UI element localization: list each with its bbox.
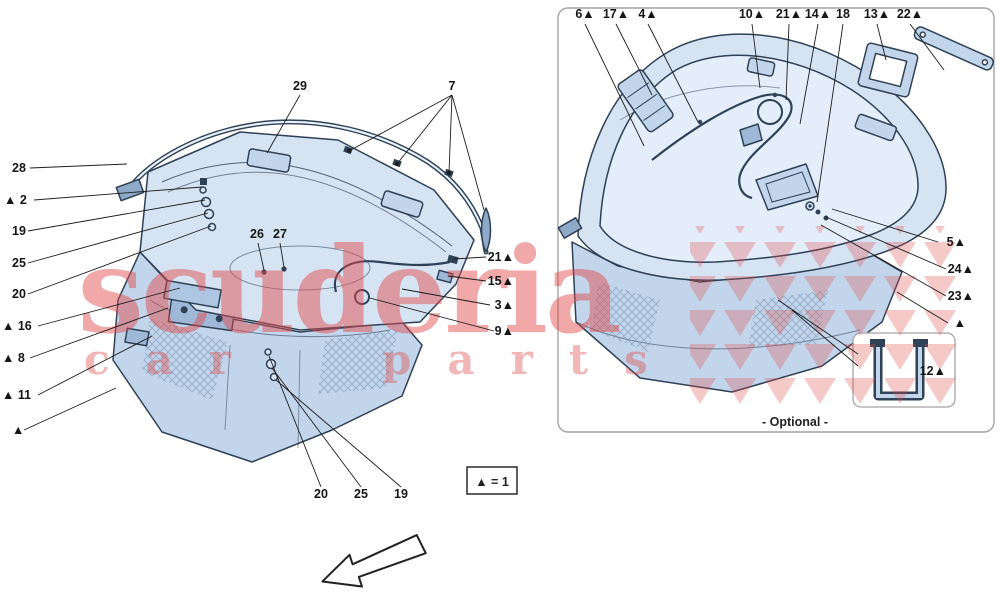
callout-15: 15▲ <box>488 274 514 288</box>
callout-20: 20 <box>12 287 26 301</box>
callout-3: 3▲ <box>495 298 514 312</box>
watermark: scuderia car parts <box>77 221 958 404</box>
callout-7: 7 <box>449 79 456 93</box>
callout-24: 24▲ <box>948 262 974 276</box>
callout-10: 10▲ <box>739 7 765 21</box>
callout-29: 29 <box>293 79 307 93</box>
watermark-word: scuderia <box>77 221 619 360</box>
callout-27: 27 <box>273 227 287 241</box>
callout-14: 14▲ <box>805 7 831 21</box>
direction-arrow-icon <box>321 534 427 588</box>
callout-16: ▲ 16 <box>2 319 32 333</box>
watermark-sub-left: car <box>84 335 267 384</box>
callout-8: ▲ 8 <box>2 351 25 365</box>
watermark-sub-right: parts <box>382 335 684 384</box>
callout-25b: 25 <box>354 487 368 501</box>
callout-25: 25 <box>12 256 26 270</box>
callout-20b: 20 <box>314 487 328 501</box>
callout-18: 18 <box>836 7 850 21</box>
callout-5: 5▲ <box>947 235 966 249</box>
callout-13: 13▲ <box>864 7 890 21</box>
callout-23: 23▲ <box>948 289 974 303</box>
callout-11: ▲ 11 <box>2 388 31 402</box>
callout-triangle-left: ▲ <box>12 423 24 437</box>
callout-2: ▲ 2 <box>4 193 27 207</box>
leader-lines <box>23 23 949 488</box>
optional-label: - Optional - <box>762 415 828 429</box>
legend-label: ▲ = 1 <box>475 475 509 489</box>
callout-22: 22▲ <box>897 7 923 21</box>
callout-12: 12▲ <box>920 364 946 378</box>
callout-triangle-right: ▲ <box>954 316 966 330</box>
legend-box: ▲ = 1 <box>466 466 518 495</box>
callout-26: 26 <box>250 227 264 241</box>
callout-17: 17▲ <box>603 7 629 21</box>
callout-4: 4▲ <box>638 7 657 21</box>
callout-labels: 29 7 28 ▲ 2 19 25 20 ▲ 16 ▲ 8 ▲ 11 ▲ 26 … <box>2 7 974 501</box>
callout-19: 19 <box>12 224 26 238</box>
callout-19b: 19 <box>394 487 408 501</box>
callout-21b: 21▲ <box>776 7 802 21</box>
left-assembly-diagram <box>112 119 492 463</box>
watermark-checkered-triangles <box>690 226 958 404</box>
callout-9: 9▲ <box>495 324 514 338</box>
callout-28: 28 <box>12 161 26 175</box>
callout-6: 6▲ <box>575 7 594 21</box>
callout-21: 21▲ <box>488 250 514 264</box>
